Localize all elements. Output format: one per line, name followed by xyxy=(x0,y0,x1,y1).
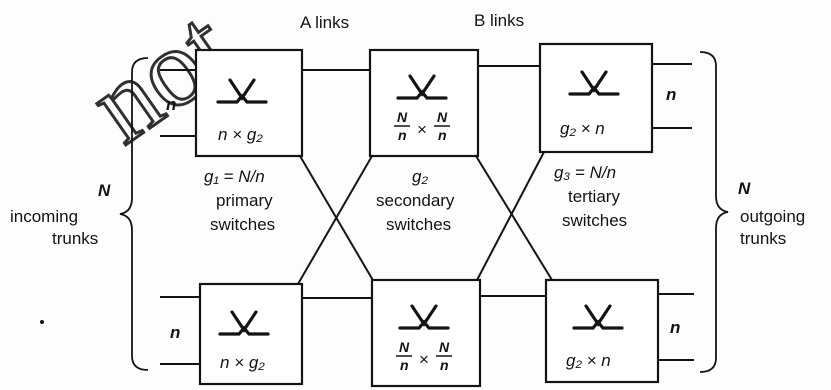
secondary-bottom-den-left: n xyxy=(400,357,409,373)
crosspoint-icon xyxy=(218,310,270,336)
tertiary-line2: switches xyxy=(562,211,627,230)
secondary-switch-bottom: N n × N n xyxy=(370,278,482,388)
a-link-cross-2 xyxy=(297,155,373,285)
secondary-top-num-left: N xyxy=(397,109,408,125)
crosspoint-icon xyxy=(398,304,450,330)
secondary-bottom-times: × xyxy=(419,350,429,369)
left-trunks: trunks xyxy=(52,229,98,248)
secondary-count: g₂ xyxy=(412,167,428,186)
right-brace xyxy=(699,51,729,373)
tertiary-line1: tertiary xyxy=(568,187,620,206)
right-outgoing: outgoing xyxy=(740,207,805,226)
a-links-text: A links xyxy=(300,13,349,32)
secondary-line2: switches xyxy=(386,215,451,234)
tertiary-top-label: g₂ × n xyxy=(560,119,605,138)
secondary-stage-caption: g₂ secondary switches xyxy=(376,167,455,234)
secondary-switch-top: N n × N n xyxy=(368,48,480,158)
secondary-top-num-right: N xyxy=(437,109,448,125)
right-n: N xyxy=(738,179,751,198)
output-n-top: n xyxy=(666,85,676,104)
secondary-line1: secondary xyxy=(376,191,455,210)
primary-switch-bottom: n × g₂ xyxy=(198,282,304,386)
tertiary-switch-top: g₂ × n xyxy=(538,42,654,154)
tertiary-stage-caption: g₃ = N/n tertiary switches xyxy=(554,163,627,230)
tertiary-count: g₃ = N/n xyxy=(554,163,616,182)
left-brace xyxy=(119,57,149,371)
b-link-cross-1 xyxy=(475,155,553,281)
crosspoint-icon xyxy=(568,70,620,96)
crosspoint-icon xyxy=(572,304,624,330)
a-link-cross-1 xyxy=(299,155,375,283)
left-n: N xyxy=(98,181,111,200)
input-n-top: n xyxy=(166,95,176,114)
b-links-label: B links xyxy=(474,11,524,30)
tertiary-switch-bottom: g₂ × n xyxy=(544,278,660,384)
tertiary-bottom-label: g₂ × n xyxy=(566,351,611,370)
b-link-cross-2 xyxy=(475,151,545,283)
primary-bottom-label: n × g₂ xyxy=(220,353,265,372)
stray-dot xyxy=(40,320,44,324)
right-trunks: trunks xyxy=(740,229,786,248)
secondary-top-den-left: n xyxy=(398,127,407,143)
primary-line2: switches xyxy=(210,215,275,234)
secondary-top-times: × xyxy=(417,120,427,139)
primary-line1: primary xyxy=(216,191,273,210)
secondary-bottom-num-left: N xyxy=(399,339,410,355)
crosspoint-icon xyxy=(396,74,448,100)
output-n-bottom: n xyxy=(670,318,680,337)
primary-top-label: n × g₂ xyxy=(218,125,263,144)
secondary-top-den-right: n xyxy=(438,127,447,143)
input-n-bottom: n xyxy=(170,323,180,342)
b-links-text: B links xyxy=(474,11,524,30)
primary-count: g₁ = N/n xyxy=(204,167,265,186)
a-links-label: A links xyxy=(300,13,349,32)
left-incoming: incoming xyxy=(10,207,78,226)
primary-switch-top: n × g₂ xyxy=(194,48,304,158)
secondary-bottom-den-right: n xyxy=(440,357,449,373)
secondary-bottom-num-right: N xyxy=(439,339,450,355)
primary-stage-caption: g₁ = N/n primary switches xyxy=(204,167,275,234)
crosspoint-icon xyxy=(216,78,268,104)
